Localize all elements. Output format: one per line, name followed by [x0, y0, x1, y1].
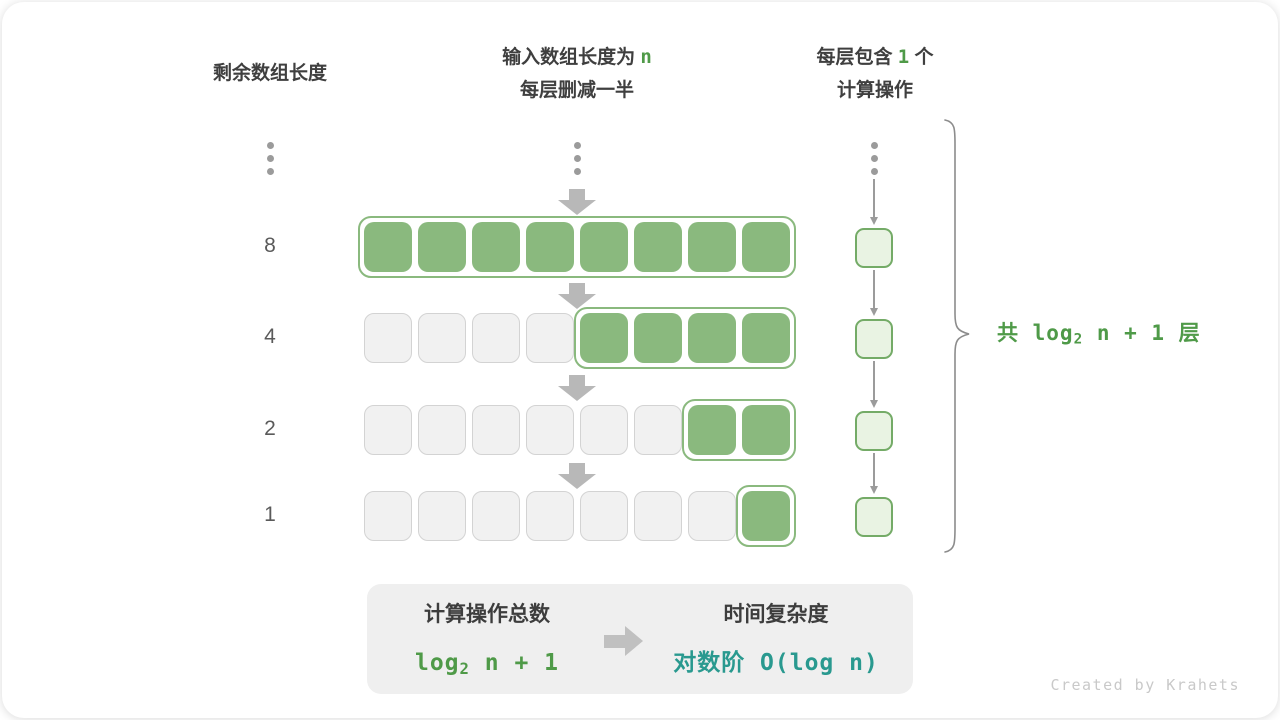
active-element-cell: [742, 222, 790, 272]
removed-element-cell: [364, 491, 412, 541]
operations-total-title: 计算操作总数: [424, 603, 550, 626]
levels-count-suffix: n + 1 层: [1083, 321, 1201, 345]
active-element-cell: [742, 313, 790, 363]
brace-icon: [944, 119, 970, 553]
flow-arrow-icon: [869, 179, 879, 225]
ops-formula-prefix: log: [414, 650, 460, 676]
row-length-label: 8: [264, 234, 276, 257]
ops-formula-subscript: 2: [459, 658, 470, 678]
flow-arrow-icon: [869, 361, 879, 408]
operation-box: [855, 319, 893, 359]
time-complexity-title: 时间复杂度: [723, 603, 829, 626]
active-element-cell: [526, 222, 574, 272]
remaining-length-header: 剩余数组长度: [212, 63, 327, 84]
active-element-cell: [742, 405, 790, 455]
ops-formula-suffix: n + 1: [469, 650, 560, 676]
active-element-cell: [688, 313, 736, 363]
n-variable: n: [640, 46, 652, 68]
levels-count-label: 共 log2 n + 1 层: [997, 320, 1257, 353]
active-element-cell: [742, 491, 790, 541]
operations-total-formula: log2 n + 1: [377, 648, 597, 684]
removed-element-cell: [418, 313, 466, 363]
ellipsis-dots-center: [573, 142, 581, 175]
row-length-label: 2: [264, 417, 276, 440]
removed-element-cell: [580, 491, 628, 541]
active-element-cell: [580, 222, 628, 272]
flow-arrow-icon: [869, 270, 879, 316]
one-count: 1: [897, 46, 910, 68]
halve-arrow-icon: [558, 463, 596, 489]
halve-arrow-icon: [558, 283, 596, 309]
flow-arrow-icon: [869, 453, 879, 494]
removed-element-cell: [364, 405, 412, 455]
ops-per-level-header-line2: 计算操作: [836, 80, 913, 101]
halve-arrow-icon: [558, 375, 596, 401]
input-length-header-line1: 输入数组长度为 n: [427, 46, 727, 69]
watermark-credit: Created by Krahets: [1050, 676, 1240, 694]
ops-per-level-text: 每层包含: [816, 47, 898, 68]
operation-box: [855, 228, 893, 268]
ops-per-level-header-line1: 每层包含 1 个: [760, 46, 990, 69]
removed-element-cell: [634, 491, 682, 541]
row-length-label: 1: [264, 503, 276, 526]
active-element-cell: [472, 222, 520, 272]
levels-count-subscript: 2: [1073, 331, 1084, 348]
removed-element-cell: [526, 313, 574, 363]
removed-element-cell: [580, 405, 628, 455]
removed-element-cell: [472, 313, 520, 363]
active-element-cell: [688, 405, 736, 455]
active-element-cell: [418, 222, 466, 272]
operation-box: [855, 411, 893, 451]
row-length-label: 4: [264, 325, 276, 348]
removed-element-cell: [418, 491, 466, 541]
active-element-cell: [364, 222, 412, 272]
input-length-text: 输入数组长度为: [502, 47, 641, 68]
active-element-cell: [634, 222, 682, 272]
active-element-cell: [580, 313, 628, 363]
removed-element-cell: [418, 405, 466, 455]
levels-count-prefix: 共 log: [997, 321, 1074, 345]
ellipsis-dots-right: [870, 142, 878, 175]
removed-element-cell: [634, 405, 682, 455]
implies-arrow-icon: [604, 626, 646, 657]
active-element-cell: [688, 222, 736, 272]
time-complexity-value: 对数阶 O(log n): [673, 650, 879, 676]
removed-element-cell: [472, 491, 520, 541]
removed-element-cell: [364, 313, 412, 363]
removed-element-cell: [472, 405, 520, 455]
active-element-cell: [634, 313, 682, 363]
operation-box: [855, 497, 893, 537]
removed-element-cell: [688, 491, 736, 541]
ops-unit-text: 个: [909, 47, 934, 68]
halving-header-line2: 每层删减一半: [519, 80, 634, 101]
removed-element-cell: [526, 491, 574, 541]
halve-arrow-icon: [558, 189, 596, 215]
removed-element-cell: [526, 405, 574, 455]
ellipsis-dots-left: [266, 142, 274, 175]
